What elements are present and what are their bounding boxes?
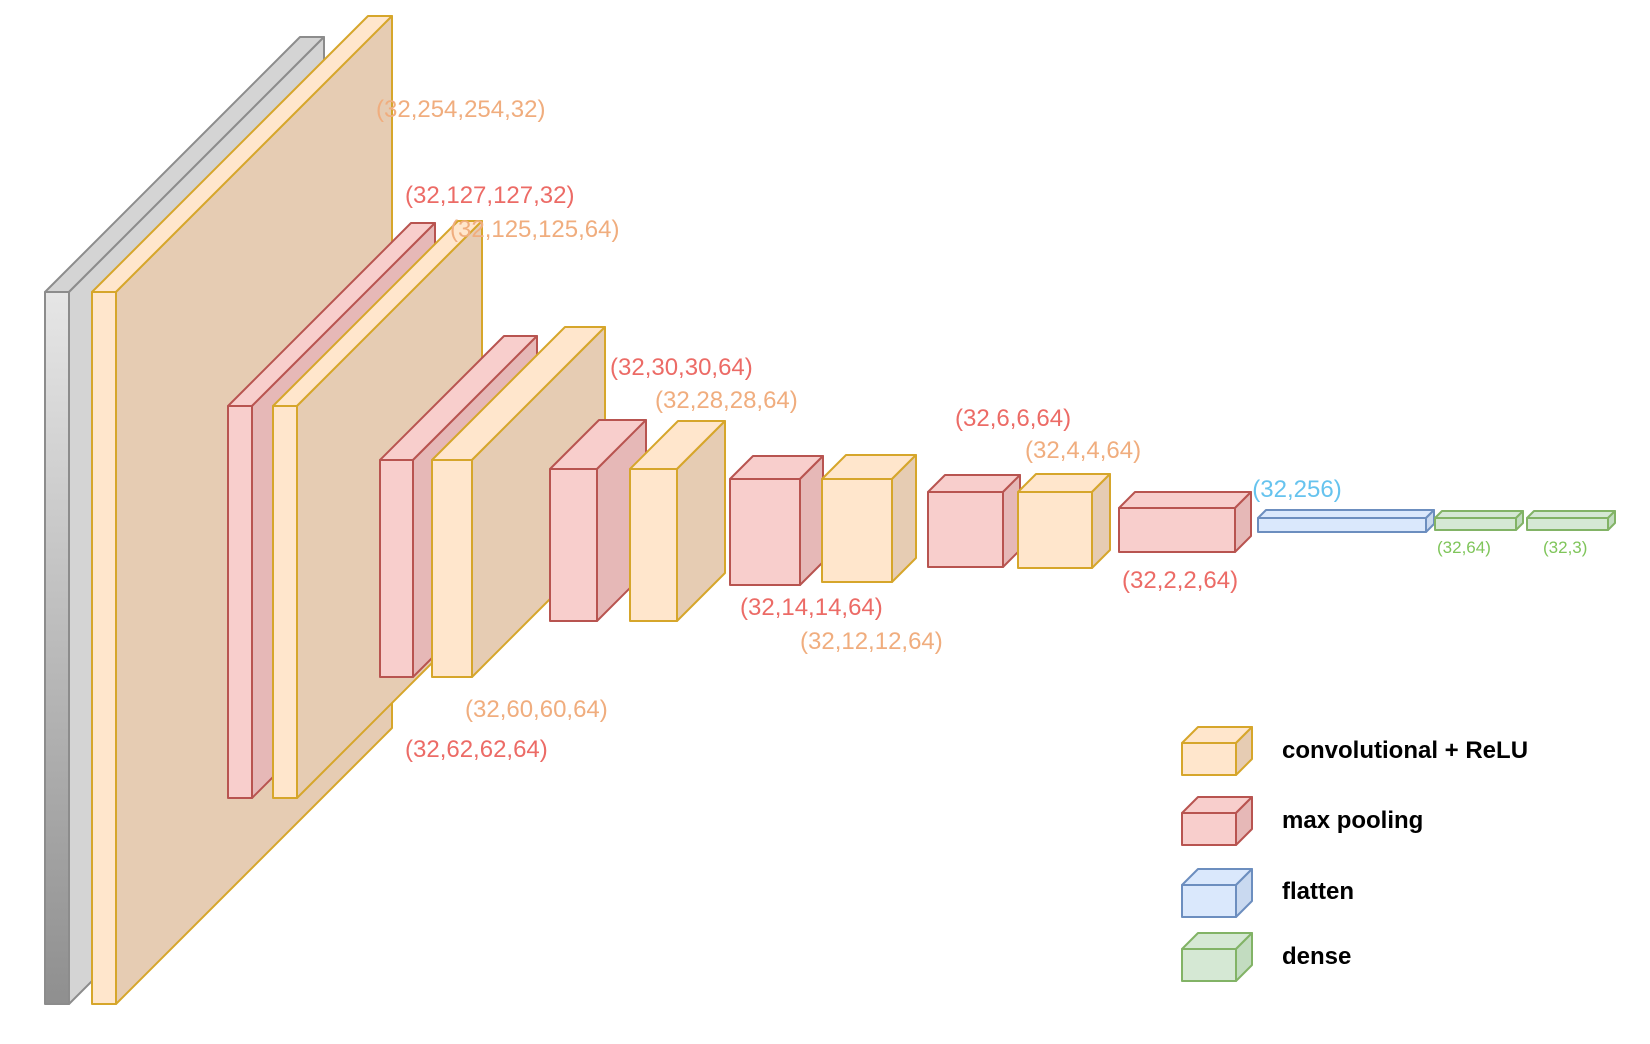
pool6-block-front bbox=[1118, 507, 1236, 553]
pool5-block-front bbox=[927, 491, 1004, 568]
legend-swatch-pool bbox=[1181, 796, 1253, 846]
dimension-labels: (32,254,254,32) (32,127,127,32) (32,125,… bbox=[376, 96, 1587, 763]
pool1-block-front bbox=[227, 405, 253, 799]
legend-swatch-flatten-box-front bbox=[1181, 884, 1237, 918]
flatten-block-front bbox=[1257, 517, 1427, 533]
pool5-dimension-label: (32,6,6,64) bbox=[955, 405, 1071, 432]
pool1-dimension-label: (32,127,127,32) bbox=[405, 182, 574, 209]
pool2-block-front bbox=[379, 459, 414, 678]
conv4-dimension-label: (32,28,28,64) bbox=[655, 387, 798, 414]
legend-label-conv: convolutional + ReLU bbox=[1282, 737, 1528, 764]
legend-swatch-dense-box-front bbox=[1181, 948, 1237, 982]
pool2-dimension-label: (32,62,62,64) bbox=[405, 736, 548, 763]
legend-swatch-pool-box bbox=[1181, 796, 1253, 846]
flatten-block-top bbox=[1257, 509, 1435, 519]
conv2-block-front bbox=[272, 405, 298, 799]
dense2-block-front bbox=[1526, 517, 1609, 531]
dense2-dimension-label: (32,3) bbox=[1543, 538, 1587, 557]
dense1-block-top bbox=[1434, 510, 1524, 519]
pool3-block-front bbox=[549, 468, 598, 622]
pool6-dimension-label: (32,2,2,64) bbox=[1122, 567, 1238, 594]
legend-swatch-flatten-box bbox=[1181, 868, 1253, 918]
flatten-dimension-label: (32,256) bbox=[1252, 476, 1341, 503]
conv3-block bbox=[431, 326, 606, 678]
legend-swatch-conv bbox=[1181, 726, 1253, 776]
legend-label-dense: dense bbox=[1282, 943, 1351, 970]
legend-item-pool: max pooling bbox=[1181, 796, 1423, 846]
legend-swatch-pool-box-front bbox=[1181, 812, 1237, 846]
conv6-block-front bbox=[1017, 491, 1093, 569]
conv6-block bbox=[1017, 473, 1111, 569]
legend-item-conv: convolutional + ReLU bbox=[1181, 726, 1528, 776]
conv5-block bbox=[821, 454, 917, 583]
conv3-dimension-label: (32,60,60,64) bbox=[465, 696, 608, 723]
conv2-dimension-label: (32,125,125,64) bbox=[450, 216, 619, 243]
dense2-block-top bbox=[1526, 510, 1616, 519]
pool6-block bbox=[1118, 491, 1252, 553]
legend-swatch-dense bbox=[1181, 932, 1253, 982]
legend-label-pool: max pooling bbox=[1282, 807, 1423, 834]
legend-label-flatten: flatten bbox=[1282, 878, 1354, 905]
pool4-block bbox=[729, 455, 824, 586]
dense1-dimension-label: (32,64) bbox=[1437, 538, 1491, 557]
legend-swatch-conv-box bbox=[1181, 726, 1253, 776]
pool4-block-front bbox=[729, 478, 801, 586]
legend-item-dense: dense bbox=[1181, 932, 1351, 982]
conv5-block-side bbox=[891, 454, 917, 583]
legend: convolutional + ReLU max pooling flatten… bbox=[1181, 726, 1528, 982]
pool3-dimension-label: (32,30,30,64) bbox=[610, 354, 753, 381]
conv5-dimension-label: (32,12,12,64) bbox=[800, 628, 943, 655]
conv1-dimension-label: (32,254,254,32) bbox=[376, 96, 545, 123]
conv4-block-front bbox=[629, 468, 678, 622]
dense2-block bbox=[1526, 510, 1616, 531]
conv3-block-front bbox=[431, 459, 473, 678]
pool4-block-side bbox=[799, 455, 824, 586]
legend-item-flatten: flatten bbox=[1181, 868, 1354, 918]
pool4-dimension-label: (32,14,14,64) bbox=[740, 594, 883, 621]
pool5-block bbox=[927, 474, 1021, 568]
conv1-block-front bbox=[91, 291, 117, 1005]
layer-blocks bbox=[44, 15, 1616, 1005]
dense1-block-front bbox=[1434, 517, 1517, 531]
conv5-block-front bbox=[821, 478, 893, 583]
legend-swatch-dense-box bbox=[1181, 932, 1253, 982]
pool6-block-top bbox=[1118, 491, 1252, 509]
flatten-block bbox=[1257, 509, 1435, 533]
legend-swatch-flatten bbox=[1181, 868, 1253, 918]
conv4-block bbox=[629, 420, 726, 622]
conv6-dimension-label: (32,4,4,64) bbox=[1025, 437, 1141, 464]
input-layer-block-front bbox=[44, 291, 70, 1005]
conv6-block-side bbox=[1091, 473, 1111, 569]
dense1-block bbox=[1434, 510, 1524, 531]
legend-swatch-conv-box-front bbox=[1181, 742, 1237, 776]
